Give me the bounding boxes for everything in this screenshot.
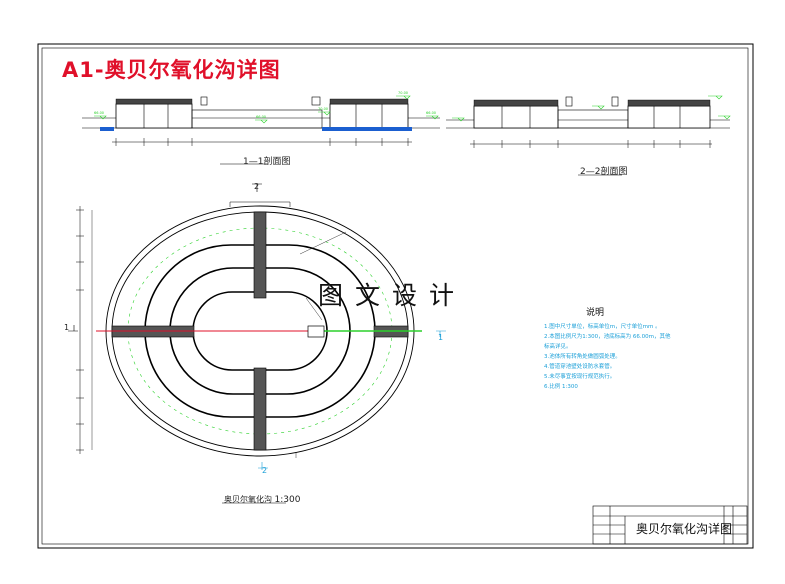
watermark-text: 图文设计 [318, 281, 467, 310]
outer-frame [37, 43, 754, 549]
svg-text:66.00: 66.00 [94, 111, 104, 115]
sheet-title: A1-奥贝尔氧化沟详图 [62, 58, 281, 82]
section-1-1-drawing: 66.00 66.00 70.00 70.00 66.00 [82, 91, 440, 165]
top-bridge [253, 211, 267, 299]
note-item: 6.比例 1:300 [544, 384, 578, 390]
oxidation-ditch-plan [68, 183, 446, 504]
svg-text:66.00: 66.00 [256, 115, 266, 119]
section-marker-2-bottom: 2 [262, 466, 268, 475]
svg-text:70.00: 70.00 [398, 91, 408, 95]
plan-title-text: 奥贝尔氧化沟 [224, 495, 272, 504]
note-item: 2.本图比例尺为1:300，池底标高为 66.00m，其他标高详见。 [544, 334, 671, 350]
note-item: 5.未尽事宜按现行规范执行。 [544, 374, 616, 380]
note-item: 1.图中尺寸单位，标高单位m，尺寸单位mm 。 [544, 324, 661, 330]
bottom-bridge [253, 367, 267, 451]
note-item: 4.管道穿池壁处设防水套管。 [544, 364, 616, 370]
section-2-2-drawing [446, 95, 731, 176]
section-marker-2-top: 2 [254, 182, 260, 191]
left-bridge [111, 325, 195, 338]
notes-title: 说明 [586, 308, 605, 318]
section-marker-1-right: 1 [438, 333, 444, 342]
water-band [322, 127, 412, 131]
note-item: 3.池体所有转角处做圆弧处理。 [544, 354, 621, 360]
section-2-label: 2—2剖面图 [580, 167, 628, 177]
title-block [592, 505, 748, 545]
title-block-drawing-name: 奥贝尔氧化沟详图 [636, 522, 733, 536]
svg-text:66.00: 66.00 [426, 111, 436, 115]
section-marker-1-left: 1 [64, 323, 70, 332]
notes-list: 1.图中尺寸单位，标高单位m，尺寸单位mm 。 2.本图比例尺为1:300，池底… [544, 322, 674, 392]
section-1-label: 1—1剖面图 [243, 157, 291, 167]
plan-scale: 1:300 [274, 495, 301, 505]
plan-title: 奥贝尔氧化沟 1:300 [224, 494, 300, 505]
svg-text:70.00: 70.00 [318, 107, 328, 111]
inner-frame [41, 47, 749, 545]
